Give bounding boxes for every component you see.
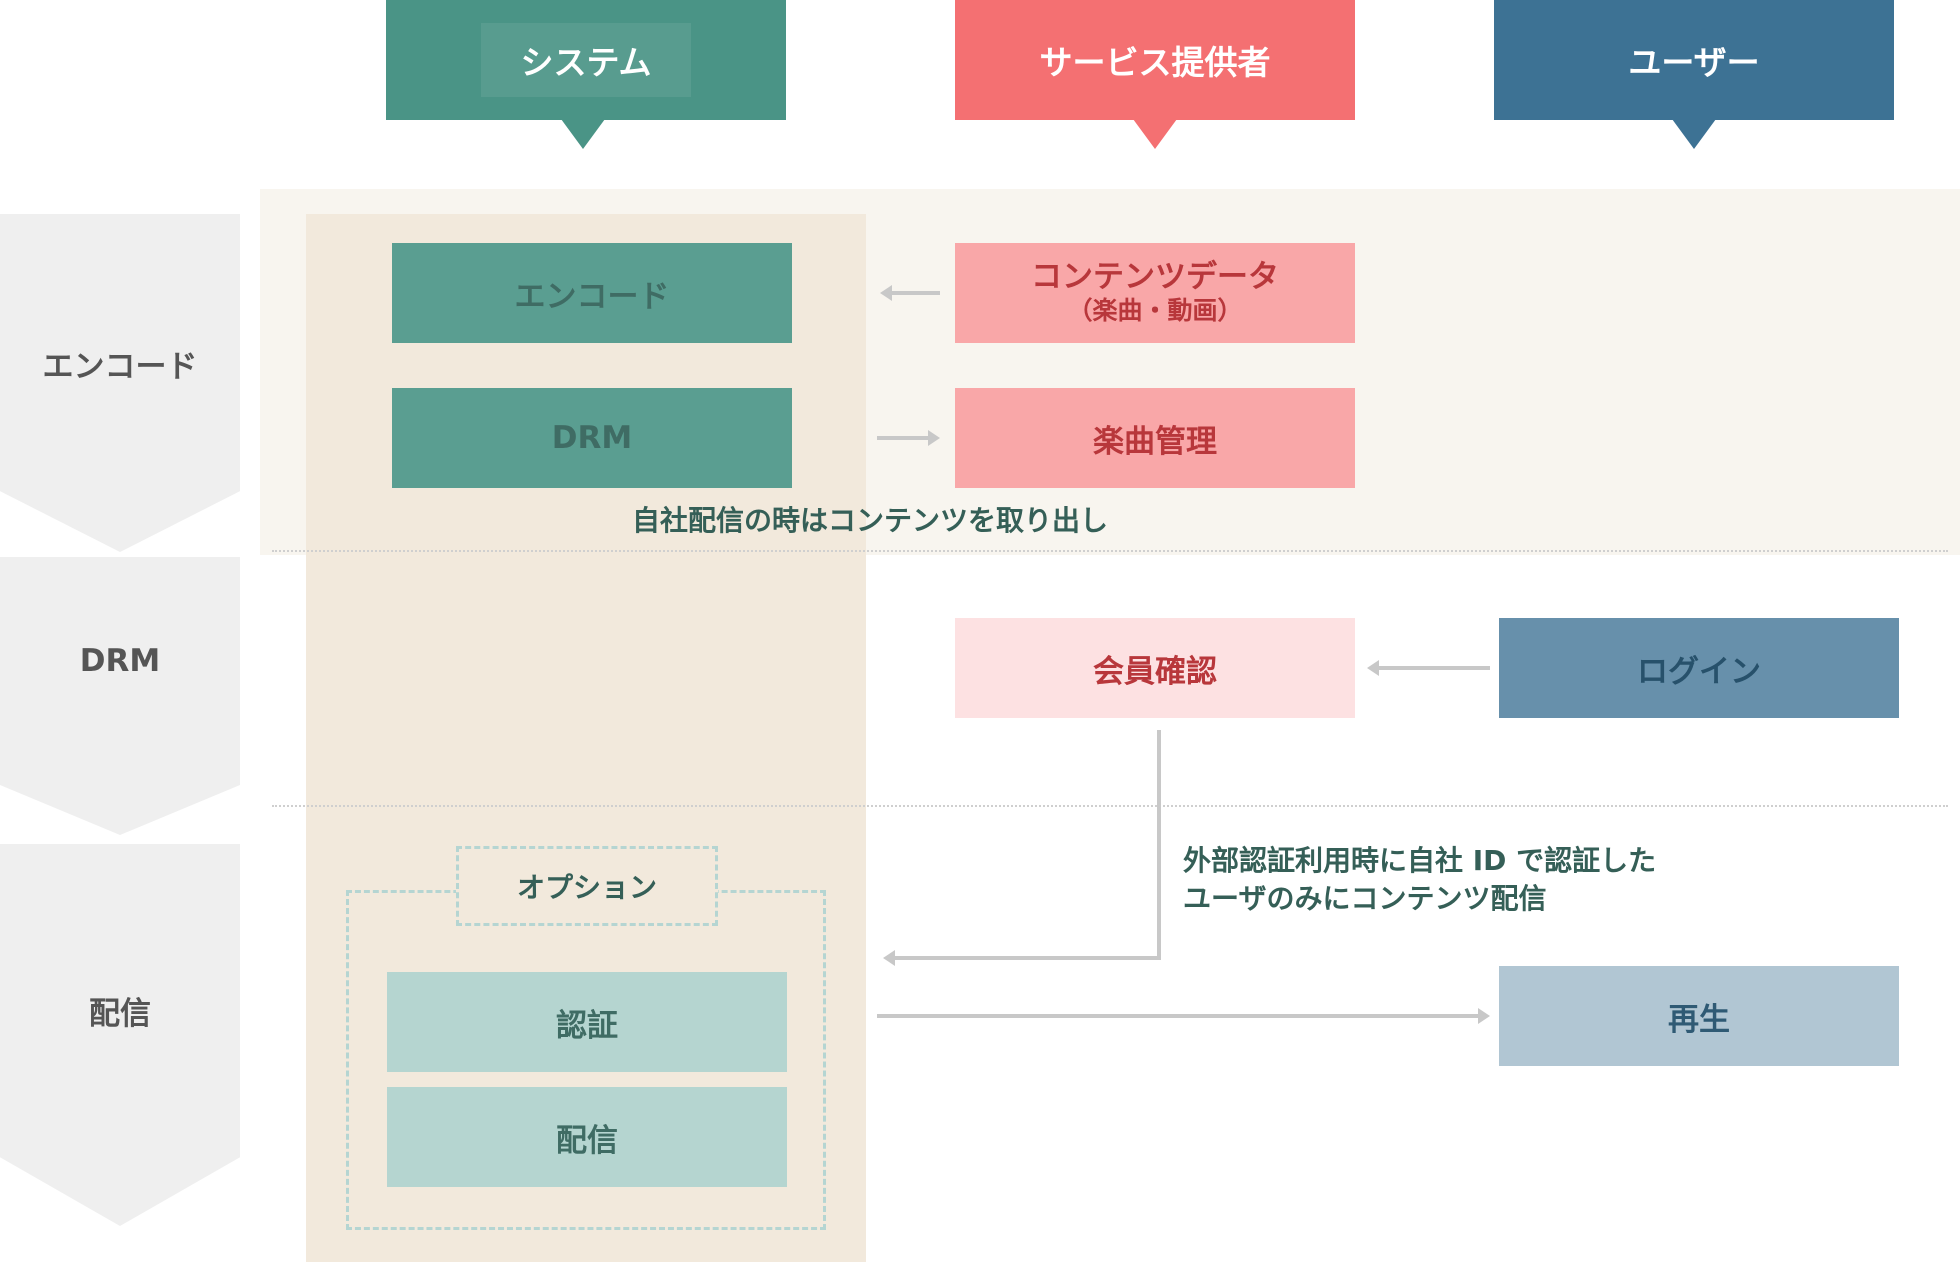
external-auth-note-line2: ユーザのみにコンテンツ配信 — [1183, 882, 1547, 915]
phase-delivery: 配信 — [0, 844, 240, 1226]
play-box: 再生 — [1499, 966, 1899, 1066]
header-provider-pointer — [1133, 119, 1177, 149]
arrowhead-encode — [880, 285, 892, 301]
arrowhead-system — [883, 950, 895, 966]
header-system-label: システム — [481, 23, 691, 97]
separator-encode-drm — [272, 550, 1948, 552]
arrowhead-play — [1478, 1008, 1490, 1024]
header-system-pointer — [561, 119, 605, 149]
content-data-box: コンテンツデータ （楽曲・動画） — [955, 243, 1355, 343]
phase-drm: DRM — [0, 557, 240, 835]
content-data-subtitle: （楽曲・動画） — [1067, 296, 1243, 325]
arrowhead-member — [1367, 660, 1379, 676]
phase-delivery-label: 配信 — [89, 995, 151, 1032]
system-delivery-box: 配信 — [387, 1087, 787, 1187]
separator-drm-delivery — [272, 805, 1948, 807]
arrowhead-music — [928, 430, 940, 446]
music-management-box: 楽曲管理 — [955, 388, 1355, 488]
phase-drm-label: DRM — [79, 643, 161, 679]
system-encode-box: エンコード — [392, 243, 792, 343]
external-auth-note: 外部認証利用時に自社 ID で認証した ユーザのみにコンテンツ配信 — [1183, 842, 1703, 918]
login-box: ログイン — [1499, 618, 1899, 718]
system-auth-box: 認証 — [387, 972, 787, 1072]
header-user-pointer — [1672, 119, 1716, 149]
option-label: オプション — [456, 846, 718, 926]
content-data-title: コンテンツデータ — [1031, 259, 1279, 295]
self-delivery-note: 自社配信の時はコンテンツを取り出し — [632, 504, 1109, 537]
member-check-box: 会員確認 — [955, 618, 1355, 718]
header-system: システム — [386, 0, 786, 120]
header-provider: サービス提供者 — [955, 0, 1355, 120]
header-user: ユーザー — [1494, 0, 1894, 120]
system-drm-box: DRM — [392, 388, 792, 488]
arrow-member-to-system — [893, 730, 1161, 960]
phase-encode: エンコード — [0, 214, 240, 552]
phase-encode-label: エンコード — [42, 348, 198, 385]
external-auth-note-line1: 外部認証利用時に自社 ID で認証した — [1183, 844, 1657, 877]
